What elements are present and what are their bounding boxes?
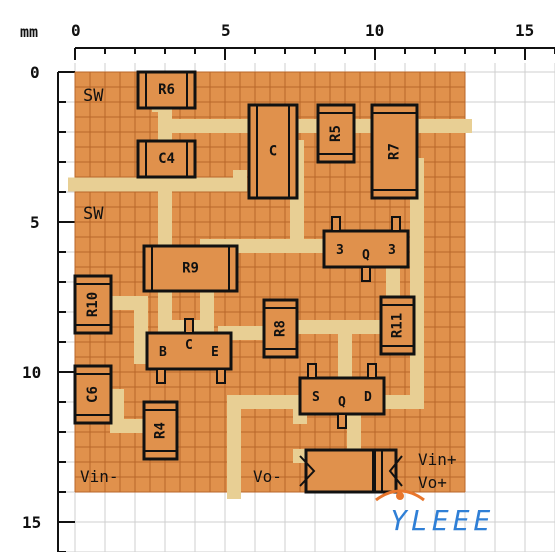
component-label: R5 xyxy=(328,125,344,142)
transistor-pin-label: B xyxy=(159,345,167,360)
component-outline xyxy=(262,298,299,359)
transistor-body xyxy=(145,331,233,371)
component-label: R9 xyxy=(182,261,199,277)
x-tick-label: 15 xyxy=(515,21,534,40)
transistor-pin-label: Q xyxy=(338,395,346,410)
transistor-leg xyxy=(156,368,166,384)
board-labels: SW SW Vin- Vo- Vin+ Vo+ mm YLEEE xyxy=(20,23,494,537)
transistor-body xyxy=(322,229,410,269)
transistor-pin-label: 3 xyxy=(336,243,344,258)
y-tick-label: 10 xyxy=(22,363,41,382)
transistor-pin-label: C xyxy=(185,338,193,353)
component-r9: R9 xyxy=(142,244,239,293)
component-outline xyxy=(316,103,356,164)
component-label: R11 xyxy=(390,313,406,338)
component-label: R4 xyxy=(153,422,169,439)
diode-terminal xyxy=(388,455,403,487)
y-tick-label: 0 xyxy=(30,63,40,82)
sw-top-label: SW xyxy=(83,86,104,106)
transistor-leg xyxy=(307,363,317,379)
vo-minus-label: Vo- xyxy=(253,467,282,486)
vin-plus-label: Vin+ xyxy=(418,450,457,469)
component-r8: R8 xyxy=(262,298,299,359)
diode-connector xyxy=(299,448,403,494)
transistor-pin-label: E xyxy=(211,345,219,360)
component-r7: R7 xyxy=(370,103,419,200)
transistor-leg xyxy=(337,413,347,429)
component-outline xyxy=(142,400,179,461)
component-label: R7 xyxy=(387,143,403,160)
transistor-pin-label: 3 xyxy=(388,243,396,258)
diode-terminal xyxy=(299,455,316,487)
component-r5: R5 xyxy=(316,103,356,164)
component-label: C xyxy=(269,144,277,160)
component-r11: R11 xyxy=(379,295,416,356)
component-r10: R10 xyxy=(73,274,113,335)
x-tick-label: 5 xyxy=(221,21,231,40)
component-outline xyxy=(142,244,239,293)
x-tick-label: 0 xyxy=(71,21,81,40)
component-label: C6 xyxy=(85,386,101,403)
ruler-axes: 0 5 10 15 0 5 10 15 xyxy=(22,21,555,553)
component-label: R8 xyxy=(273,320,289,337)
component-outline xyxy=(136,139,197,179)
x-tick-label: 10 xyxy=(365,21,384,40)
sw-mid-label: SW xyxy=(83,204,104,224)
component-label: R6 xyxy=(158,82,175,98)
vin-minus-label: Vin- xyxy=(80,467,119,486)
transistor-pin-label: D xyxy=(364,390,372,405)
transistor-q_top: 3 Q 3 xyxy=(322,216,410,282)
component-r4: R4 xyxy=(142,400,179,461)
logo-arc xyxy=(375,489,425,502)
y-tick-label: 5 xyxy=(30,213,40,232)
transistor-leg xyxy=(331,216,341,232)
transistor-leg xyxy=(361,266,371,282)
component-outline xyxy=(73,274,113,335)
vo-plus-label: Vo+ xyxy=(418,473,447,492)
ruler-unit-label: mm xyxy=(20,23,38,41)
transistor-leg xyxy=(216,368,226,384)
component-outline xyxy=(73,364,113,425)
component-label: C4 xyxy=(158,151,175,167)
component-label: R10 xyxy=(85,292,101,317)
logo-dot xyxy=(396,492,404,500)
logo-text: YLEEE xyxy=(390,504,494,537)
component-outline xyxy=(379,295,416,356)
transistor-pin-label: S xyxy=(312,390,320,405)
transistor-pin-label: Q xyxy=(362,248,370,263)
transistor-leg xyxy=(184,318,194,334)
logo-icon xyxy=(375,489,425,502)
transistor-leg xyxy=(367,363,377,379)
component-c6: C6 xyxy=(73,364,113,425)
y-tick-label: 15 xyxy=(22,513,41,532)
component-r6: R6 xyxy=(136,70,197,110)
component-c_top: C xyxy=(247,103,299,200)
component-outline xyxy=(136,70,197,110)
component-c4: C4 xyxy=(136,139,197,179)
component-outline xyxy=(370,103,419,200)
transistor-leg xyxy=(391,216,401,232)
